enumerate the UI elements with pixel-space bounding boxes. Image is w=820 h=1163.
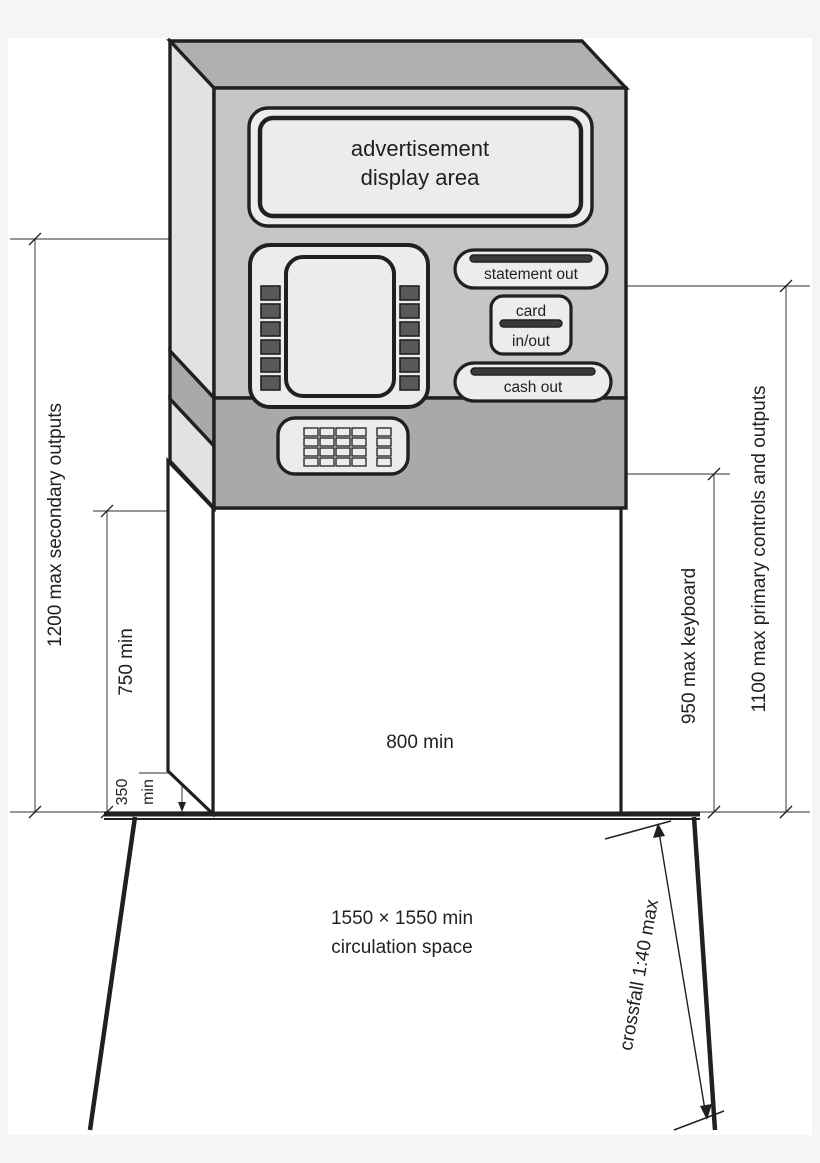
crossfall-annotation: [604, 820, 725, 1131]
cash-out-slot[interactable]: cash out: [453, 361, 613, 403]
circulation-space-label-line2: circulation space: [331, 937, 473, 958]
advertisement-label-line1: advertisement: [351, 136, 489, 161]
machine-front-lower-band: [212, 396, 628, 510]
softkey-right-4[interactable]: [399, 339, 420, 355]
keypad-function-key[interactable]: [376, 447, 392, 457]
keypad-key[interactable]: [335, 437, 351, 447]
keypad-key[interactable]: [351, 437, 367, 447]
card-in-out-label-line1: card: [516, 303, 546, 320]
keypad-key[interactable]: [351, 447, 367, 457]
statement-out-label: statement out: [484, 266, 579, 283]
cash-out-label: cash out: [504, 379, 563, 396]
keypad-function-key[interactable]: [376, 457, 392, 467]
keypad-key[interactable]: [303, 427, 319, 437]
screen-glass: [284, 255, 396, 398]
keypad-function-key[interactable]: [376, 437, 392, 447]
crossfall-leader: [604, 820, 672, 840]
softkey-right-3[interactable]: [399, 321, 420, 337]
softkey-left-5[interactable]: [260, 357, 281, 373]
advertisement-label-line2: display area: [361, 165, 480, 190]
atm-elevation-drawing: advertisement display area: [10, 38, 810, 1131]
keypad-key[interactable]: [335, 457, 351, 467]
card-in-out-slot[interactable]: card in/out: [489, 294, 573, 356]
dim-label-350-line2: min: [140, 779, 157, 805]
pedestal-side: [166, 457, 215, 818]
pedestal-front: [211, 506, 623, 816]
card-in-out-aperture: [499, 319, 563, 328]
keypad-key[interactable]: [303, 447, 319, 457]
card-in-out-label-line2: in/out: [512, 333, 551, 350]
advertisement-inner-bezel: [257, 115, 584, 219]
keypad-key[interactable]: [303, 437, 319, 447]
softkey-left-1[interactable]: [260, 285, 281, 301]
ground-plane: [87, 811, 718, 1131]
keypad-key[interactable]: [335, 447, 351, 457]
statement-out-slot[interactable]: statement out: [453, 248, 609, 290]
dim-label-800-min: 800 min: [386, 732, 454, 753]
circulation-space-label-line1: 1550 × 1550 min: [331, 908, 473, 929]
keypad-key[interactable]: [303, 457, 319, 467]
keypad-key[interactable]: [351, 457, 367, 467]
dim-label-350-line1: 350: [114, 779, 131, 806]
dim-label-750-min: 750 min: [116, 628, 137, 696]
dim-label-1200-secondary-outputs: 1200 max secondary outputs: [45, 403, 66, 647]
crossfall-arrowhead-bottom: [700, 1104, 712, 1120]
cash-out-aperture: [470, 367, 596, 376]
softkeys-left[interactable]: [260, 285, 281, 391]
dim-label-950-keyboard: 950 max keyboard: [679, 568, 700, 724]
keypad-key[interactable]: [319, 447, 335, 457]
advertisement-display-area[interactable]: advertisement display area: [247, 106, 594, 228]
softkey-right-2[interactable]: [399, 303, 420, 319]
softkey-left-2[interactable]: [260, 303, 281, 319]
keypad-main-grid[interactable]: [303, 427, 367, 467]
softkey-left-4[interactable]: [260, 339, 281, 355]
keypad[interactable]: [276, 416, 410, 476]
softkey-right-6[interactable]: [399, 375, 420, 391]
crossfall-arrowhead-top: [653, 823, 665, 838]
softkey-left-3[interactable]: [260, 321, 281, 337]
softkey-right-1[interactable]: [399, 285, 420, 301]
diagram-canvas: advertisement display area: [8, 38, 812, 1135]
circulation-edge-right: [691, 816, 718, 1131]
customer-display-screen[interactable]: [248, 243, 430, 409]
softkey-right-5[interactable]: [399, 357, 420, 373]
crossfall-base-tick: [673, 1110, 725, 1131]
keypad-key[interactable]: [319, 437, 335, 447]
crossfall-label: crossfall 1:40 max: [616, 897, 663, 1052]
crossfall-arrow-line: [657, 825, 707, 1117]
keypad-key[interactable]: [319, 457, 335, 467]
machine-left-side-upper: [168, 38, 216, 403]
keypad-key[interactable]: [335, 427, 351, 437]
statement-out-aperture: [469, 254, 593, 263]
dim-label-1100-primary-controls: 1100 max primary controls and outputs: [749, 385, 770, 712]
softkeys-right[interactable]: [399, 285, 420, 391]
softkey-left-6[interactable]: [260, 375, 281, 391]
circulation-edge-left: [87, 816, 138, 1131]
keypad-function-column[interactable]: [376, 427, 392, 467]
keypad-key[interactable]: [319, 427, 335, 437]
keypad-key[interactable]: [351, 427, 367, 437]
machine-top-face: [166, 39, 630, 90]
dimension-ticks: [28, 232, 793, 819]
keypad-function-key[interactable]: [376, 427, 392, 437]
